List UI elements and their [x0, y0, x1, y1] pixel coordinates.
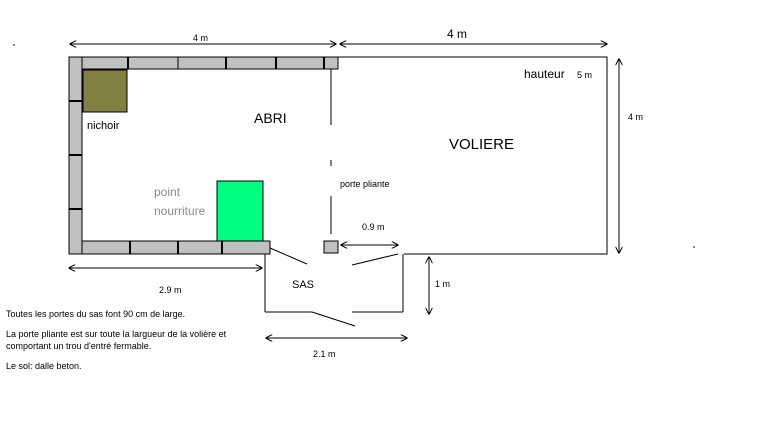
nourriture-label: nourriture [154, 204, 206, 218]
sas-label: SAS [292, 279, 314, 291]
dim-abri-lower-label: 2.9 m [159, 285, 182, 295]
abri-bottom-wall [81, 240, 271, 255]
hauteur-label: hauteur [524, 67, 565, 81]
voliere-label: VOLIERE [449, 136, 514, 153]
abri-top-wall [81, 56, 339, 70]
abri-label: ABRI [254, 110, 287, 126]
notes-block: Toutes les portes du sas font 90 cm de l… [6, 308, 266, 380]
dim-sas-depth-label: 1 m [435, 279, 450, 289]
nichoir-label: nichoir [87, 120, 120, 132]
sas-walls [264, 247, 404, 327]
point-label: point [154, 185, 181, 199]
voliere-outline [338, 56, 608, 255]
nichoir-box [82, 69, 128, 113]
abri-left-wall [68, 56, 83, 255]
stray-dot [13, 44, 15, 46]
dim-gap-label: 0.9 m [362, 222, 385, 232]
nourriture-box [216, 180, 264, 242]
dim-sas-width-label: 2.1 m [313, 349, 336, 359]
porte-pliante-label: porte pliante [340, 179, 390, 189]
note-floor: Le sol: dalle beton. [6, 361, 82, 371]
dim-voliere-depth-label: 4 m [628, 112, 643, 122]
note-folding-door: La porte pliante est sur toute la largue… [6, 329, 227, 351]
dim-abri-width-label: 4 m [193, 33, 208, 43]
hauteur-value: 5 m [577, 70, 592, 80]
note-doors: Toutes les portes du sas font 90 cm de l… [6, 309, 186, 319]
folding-door [323, 69, 339, 254]
stray-dot [693, 246, 695, 248]
dim-voliere-width-label: 4 m [447, 27, 467, 41]
